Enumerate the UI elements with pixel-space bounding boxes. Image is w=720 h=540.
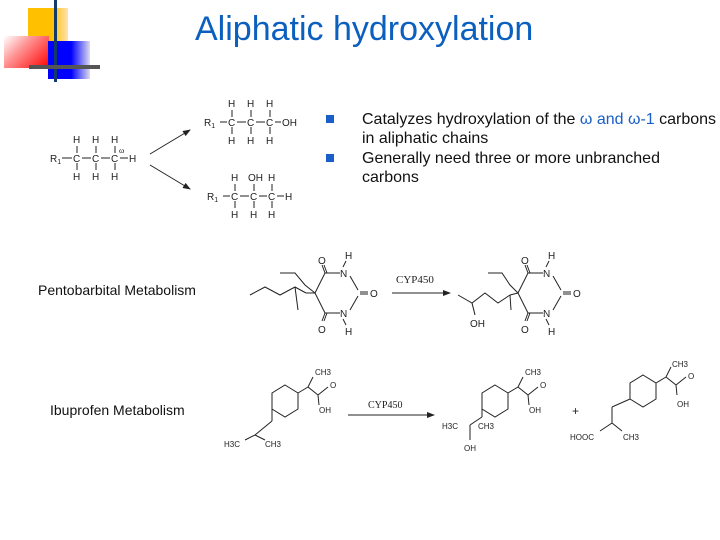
svg-text:H: H [92, 135, 99, 146]
logo-decoration [0, 0, 100, 90]
svg-text:O: O [573, 289, 581, 300]
bullet-square-icon [326, 154, 334, 162]
svg-text:H3C: H3C [224, 440, 240, 449]
svg-text:O: O [330, 381, 336, 390]
arrow-to-omega1-product [149, 164, 191, 190]
slide-title: Aliphatic hydroxylation [195, 10, 534, 48]
svg-text:OH: OH [677, 400, 689, 409]
ibuprofen-enzyme-label: CYP450 [368, 400, 402, 411]
svg-text:HOOC: HOOC [570, 433, 594, 442]
svg-text:C: C [231, 192, 238, 203]
bullet-text: carbons in aliphatic chains [362, 111, 717, 147]
svg-text:CH3: CH3 [672, 360, 689, 369]
carboxyibuprofen-structure [599, 366, 687, 432]
svg-text:H: H [548, 251, 555, 262]
svg-text:R1: R1 [207, 192, 218, 204]
bullet-text: Catalyzes hydroxylation of the [362, 111, 580, 128]
svg-text:CH3: CH3 [315, 368, 332, 377]
svg-text:C: C [247, 118, 254, 129]
svg-text:H: H [231, 173, 238, 184]
svg-text:OH: OH [282, 118, 297, 129]
svg-text:H: H [129, 154, 136, 165]
bullet-text: Generally need three or more unbranched … [362, 150, 660, 186]
svg-text:O: O [688, 372, 694, 381]
svg-text:O: O [370, 289, 378, 300]
bullet-item: Generally need three or more unbranched … [324, 149, 720, 187]
logo-red-square [4, 36, 49, 68]
svg-text:H: H [345, 251, 352, 262]
svg-text:H3C: H3C [442, 422, 458, 431]
svg-text:R1: R1 [204, 118, 215, 130]
svg-text:O: O [540, 381, 546, 390]
bullet-highlight: ω and ω-1 [579, 111, 655, 128]
svg-text:OH: OH [529, 406, 541, 415]
logo-vertical-line [54, 0, 57, 82]
svg-text:O: O [521, 256, 529, 267]
logo-horizontal-line [29, 65, 100, 69]
svg-text:H: H [228, 136, 235, 147]
svg-text:H: H [250, 210, 257, 221]
svg-text:H: H [266, 99, 273, 110]
svg-text:H: H [548, 327, 555, 338]
omega-product-structure [220, 110, 281, 134]
svg-text:H: H [266, 136, 273, 147]
omega1-product-structure [223, 184, 284, 208]
pentobarbital-structure [249, 260, 368, 326]
bullet-item: Catalyzes hydroxylation of the ω and ω-1… [324, 110, 720, 148]
substrate-structure [62, 146, 128, 170]
plus-sign: + [572, 404, 579, 418]
svg-text:O: O [318, 325, 326, 336]
svg-text:C: C [268, 192, 275, 203]
svg-text:OH: OH [464, 444, 476, 453]
ibuprofen-structure [244, 376, 329, 441]
svg-text:N: N [340, 309, 347, 320]
svg-text:H: H [111, 172, 118, 183]
svg-text:H: H [285, 192, 292, 203]
svg-text:C: C [228, 118, 235, 129]
svg-text:H: H [92, 172, 99, 183]
svg-text:C: C [92, 154, 99, 165]
bullet-square-icon [326, 115, 334, 123]
svg-text:CH3: CH3 [623, 433, 640, 442]
svg-text:H: H [73, 172, 80, 183]
omega-label: ω [119, 146, 124, 155]
svg-text:H: H [247, 136, 254, 147]
svg-text:H: H [111, 135, 118, 146]
pentobarbital-enzyme-label: CYP450 [396, 274, 434, 286]
svg-text:H: H [268, 210, 275, 221]
bullet-list: Catalyzes hydroxylation of the ω and ω-1… [324, 110, 720, 188]
arrow-to-omega-product [149, 129, 191, 155]
svg-text:OH: OH [319, 406, 331, 415]
hydroxypentobarbital-structure [457, 260, 571, 326]
svg-text:O: O [318, 256, 326, 267]
svg-text:H: H [345, 327, 352, 338]
svg-text:OH: OH [470, 319, 485, 330]
svg-text:H: H [231, 210, 238, 221]
svg-text:CH3: CH3 [525, 368, 542, 377]
svg-text:C: C [73, 154, 80, 165]
svg-text:H: H [73, 135, 80, 146]
svg-text:C: C [111, 154, 118, 165]
svg-text:H: H [228, 99, 235, 110]
svg-text:N: N [543, 309, 550, 320]
svg-text:OH: OH [248, 173, 263, 184]
svg-text:CH3: CH3 [265, 440, 282, 449]
hydroxyibuprofen-structure [469, 376, 539, 440]
svg-text:H: H [247, 99, 254, 110]
svg-text:N: N [340, 269, 347, 280]
ibuprofen-label: Ibuprofen Metabolism [50, 402, 185, 418]
svg-text:N: N [543, 269, 550, 280]
r1-label: R1 [50, 154, 61, 166]
svg-text:C: C [250, 192, 257, 203]
svg-text:H: H [268, 173, 275, 184]
pentobarbital-label: Pentobarbital Metabolism [38, 282, 196, 298]
svg-text:O: O [521, 325, 529, 336]
svg-text:CH3: CH3 [478, 422, 495, 431]
svg-text:C: C [266, 118, 273, 129]
